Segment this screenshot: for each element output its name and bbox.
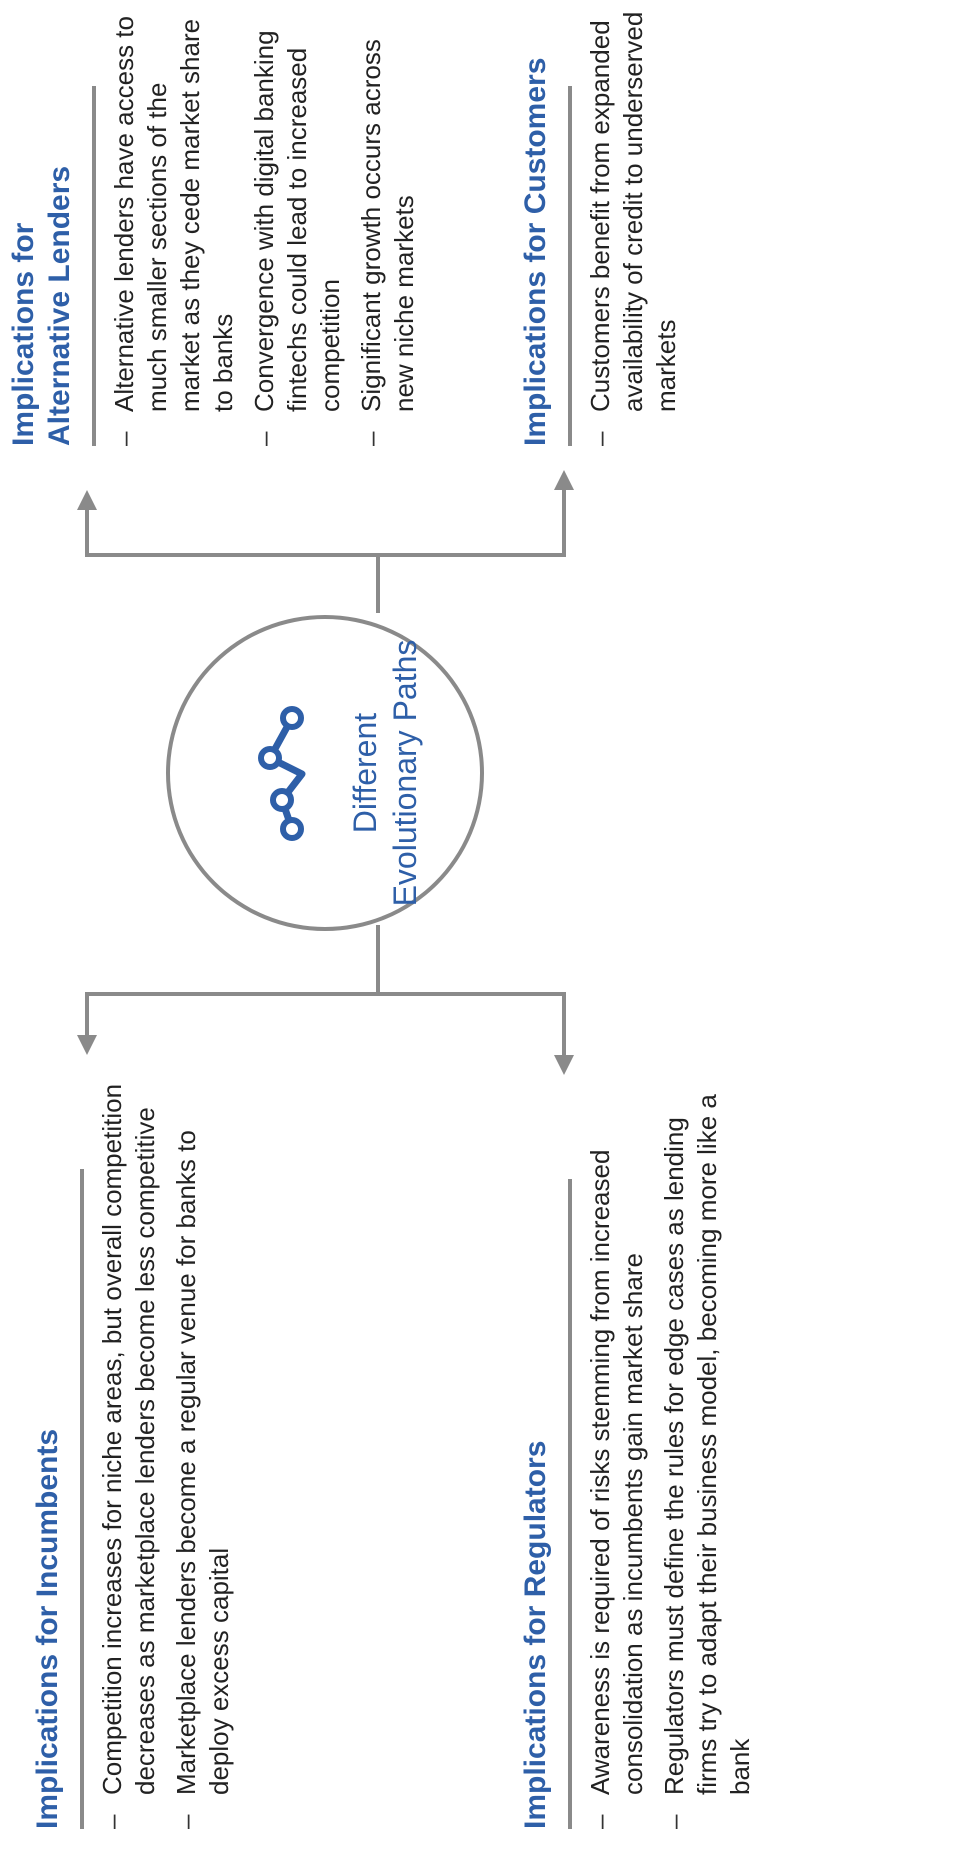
bullet-text: Regulators must define the rules for edg… — [659, 1094, 755, 1795]
bullet-text: Marketplace lenders become a regular ven… — [171, 1130, 234, 1795]
center-title-line1: Different — [347, 712, 383, 834]
heading-regulators: Implications for Regulators — [519, 1440, 552, 1829]
bullet-list-customers: – Customers benefit from expanded availab… — [584, 6, 683, 446]
bullet-text: Competition increases for niche areas, b… — [97, 1083, 160, 1795]
bullet-text: Significant growth occurs across new nic… — [356, 39, 419, 412]
trend-line-icon — [258, 706, 306, 841]
section-regulators: Implications for Regulators – Awareness i… — [518, 1069, 765, 1829]
bullet-text: Customers benefit from expanded availabi… — [585, 11, 681, 412]
center-title: Different Evolutionary Paths — [345, 632, 425, 914]
dash-marker: – — [97, 1814, 127, 1829]
heading-incumbents: Implications for Incumbents — [31, 1428, 64, 1829]
bullet-text: Convergence with digital banking fintech… — [249, 30, 345, 412]
divider-customers — [568, 86, 572, 446]
dash-marker: – — [249, 431, 279, 446]
bullet-list-alternative-lenders: – Alternative lenders have access to much… — [108, 6, 421, 446]
section-customers: Implications for Customers – Customers be… — [518, 6, 691, 446]
bullet-list-regulators: – Awareness is required of risks stemming… — [584, 1069, 757, 1829]
list-item: – Significant growth occurs across new ni… — [355, 6, 421, 446]
center-title-line2: Evolutionary Paths — [387, 639, 423, 907]
heading-alternative-lenders-line2: Alternative Lenders — [43, 165, 76, 446]
list-item: – Convergence with digital banking fintec… — [248, 6, 347, 446]
dash-marker: – — [585, 1814, 615, 1829]
dash-marker: – — [659, 1814, 689, 1829]
section-incumbents: Implications for Incumbents – Competition… — [30, 1069, 244, 1829]
section-alternative-lenders: Implications for Alternative Lenders – Al… — [6, 6, 429, 446]
list-item: – Regulators must define the rules for ed… — [658, 1069, 757, 1829]
bullet-list-incumbents: – Competition increases for niche areas, … — [96, 1069, 236, 1829]
bullet-text: Awareness is required of risks stemming … — [585, 1149, 648, 1795]
heading-customers: Implications for Customers — [519, 57, 552, 446]
list-item: – Marketplace lenders become a regular ve… — [170, 1069, 236, 1829]
list-item: – Alternative lenders have access to much… — [108, 6, 240, 446]
dash-marker: – — [171, 1814, 201, 1829]
dash-marker: – — [585, 431, 615, 446]
heading-alternative-lenders: Implications for Alternative Lenders — [6, 6, 84, 446]
divider-alternative-lenders — [92, 86, 96, 446]
divider-incumbents — [80, 1169, 84, 1829]
center-circle — [166, 615, 484, 931]
dash-marker: – — [109, 431, 139, 446]
list-item: – Competition increases for niche areas, … — [96, 1069, 162, 1829]
heading-alternative-lenders-line1: Implications for — [7, 222, 40, 446]
divider-regulators — [568, 1179, 572, 1829]
dash-marker: – — [356, 431, 386, 446]
list-item: – Awareness is required of risks stemming… — [584, 1069, 650, 1829]
bullet-text: Alternative lenders have access to much … — [109, 16, 238, 412]
list-item: – Customers benefit from expanded availab… — [584, 6, 683, 446]
